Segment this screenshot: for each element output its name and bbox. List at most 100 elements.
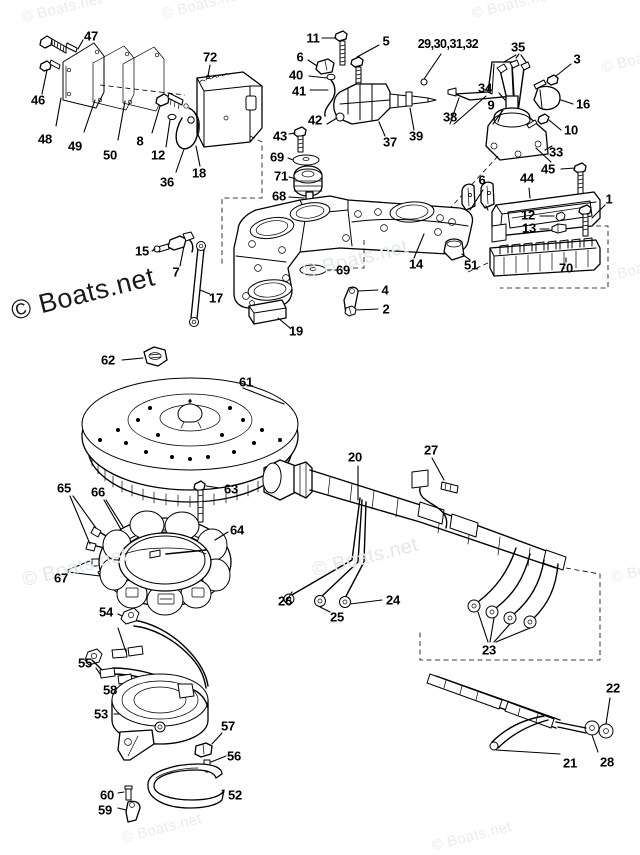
part-13-clip-right <box>539 223 567 234</box>
part-21-22-28-battery-cables <box>426 673 614 755</box>
callout-number-55: 55 <box>77 655 93 671</box>
part-8-bolt <box>151 92 189 134</box>
callout-number-40: 40 <box>288 67 304 83</box>
callout-number-61: 61 <box>238 374 254 390</box>
callout-number-11: 11 <box>306 30 320 46</box>
callout-number-18: 18 <box>191 165 207 181</box>
lead-33 <box>544 145 553 151</box>
callout-number-6: 6 <box>478 172 486 188</box>
part-1-bolt <box>578 204 606 237</box>
callout-number-45: 45 <box>540 161 556 177</box>
callout-number-23: 23 <box>481 642 497 658</box>
callout-number-50: 50 <box>102 147 118 163</box>
part-6-clip-left <box>307 58 335 75</box>
callout-number-36: 36 <box>159 174 175 190</box>
part-19-anode <box>248 299 291 329</box>
callout-number-5: 5 <box>382 33 390 49</box>
part-2-nut <box>344 305 379 317</box>
callout-number-28: 28 <box>599 754 615 770</box>
callout-number-71: 71 <box>273 168 289 184</box>
callout-number-54: 54 <box>98 604 114 620</box>
callout-number-7: 7 <box>172 264 180 280</box>
callout-number-41: 41 <box>291 83 307 99</box>
part-45-bolt <box>560 162 587 195</box>
part-57-clip <box>194 732 223 758</box>
part-11-bolt <box>321 30 348 66</box>
callout-number-4: 4 <box>381 282 389 298</box>
callout-number-47: 47 <box>83 28 99 44</box>
callout-number-16: 16 <box>575 96 591 112</box>
callout-number-43: 43 <box>272 128 288 144</box>
callout-number-69: 69 <box>335 262 351 278</box>
callout-number-68: 68 <box>271 188 287 204</box>
part-40-lever <box>308 73 336 81</box>
part-20-wiring-harness <box>262 457 601 661</box>
callout-number-20: 20 <box>347 449 363 465</box>
part-61-flywheel <box>81 377 299 508</box>
part-60-pin <box>117 785 133 801</box>
part-46-screw <box>39 59 61 95</box>
part-17-rod <box>189 241 211 327</box>
callout-number-49: 49 <box>67 138 83 154</box>
part-59-clip <box>117 800 141 823</box>
callout-number-59: 59 <box>97 802 113 818</box>
part-50-cover-plate <box>117 46 165 141</box>
callout-number-64: 64 <box>229 522 245 538</box>
callout-number-52: 52 <box>227 787 243 803</box>
callout-number-29-30-31-32: 29,30,31,32 <box>417 36 479 51</box>
part-70-terminal-block <box>489 237 601 277</box>
part-16-clamp <box>533 85 574 111</box>
part-36-wire-loop <box>175 107 200 173</box>
callout-number-63: 63 <box>223 481 239 497</box>
part-3-bolt <box>533 63 572 90</box>
callout-number-67: 67 <box>53 570 69 586</box>
part-49-cover-plate <box>83 45 135 133</box>
callout-number-62: 62 <box>100 352 116 368</box>
part-71-mount <box>288 165 323 197</box>
callout-number-21: 21 <box>562 755 578 771</box>
callout-number-44: 44 <box>519 170 535 186</box>
part-62-nut <box>121 346 168 367</box>
part-29-30-31-32 <box>420 53 442 86</box>
callout-number-65: 65 <box>56 480 72 496</box>
callout-number-25: 25 <box>329 609 345 625</box>
callout-number-37: 37 <box>382 134 398 150</box>
part-37-carburetor <box>326 83 409 137</box>
part-7-link <box>179 231 195 267</box>
part-51-mount <box>443 238 471 261</box>
part-6-clips-right <box>461 181 495 211</box>
callout-number-51: 51 <box>463 257 479 273</box>
callout-number-56: 56 <box>226 748 242 764</box>
part-48-cover-plate <box>55 42 105 127</box>
part-5-bolt <box>350 44 380 88</box>
callout-number-70: 70 <box>558 260 574 276</box>
part-15-fitting <box>151 235 187 253</box>
part-41-link <box>309 79 336 117</box>
callout-number-9: 9 <box>487 97 495 113</box>
callout-number-6: 6 <box>296 49 304 65</box>
callout-number-10: 10 <box>563 122 579 138</box>
part-64-stator <box>98 510 232 616</box>
callout-number-14: 14 <box>408 256 424 272</box>
callout-number-66: 66 <box>90 484 106 500</box>
callout-number-26: 26 <box>277 593 293 609</box>
callout-number-17: 17 <box>208 290 224 306</box>
callout-number-22: 22 <box>605 680 621 696</box>
part-39-needle <box>405 91 437 131</box>
part-69-washer-lower <box>299 264 337 276</box>
callout-number-12: 12 <box>520 207 536 223</box>
part-12-nut-right <box>539 211 566 222</box>
part-54-cable-upper <box>111 607 209 689</box>
callout-number-19: 19 <box>288 323 304 339</box>
part-43-bolt <box>288 126 307 153</box>
part-18-electrical-box <box>195 64 263 167</box>
callout-number-27: 27 <box>423 442 439 458</box>
part-63-bolt <box>193 480 221 523</box>
callout-number-8: 8 <box>136 133 144 149</box>
callout-number-46: 46 <box>30 92 46 108</box>
callout-number-12: 12 <box>150 147 166 163</box>
callout-number-38: 38 <box>442 109 458 125</box>
callout-number-53: 53 <box>93 706 109 722</box>
callout-number-57: 57 <box>220 718 236 734</box>
